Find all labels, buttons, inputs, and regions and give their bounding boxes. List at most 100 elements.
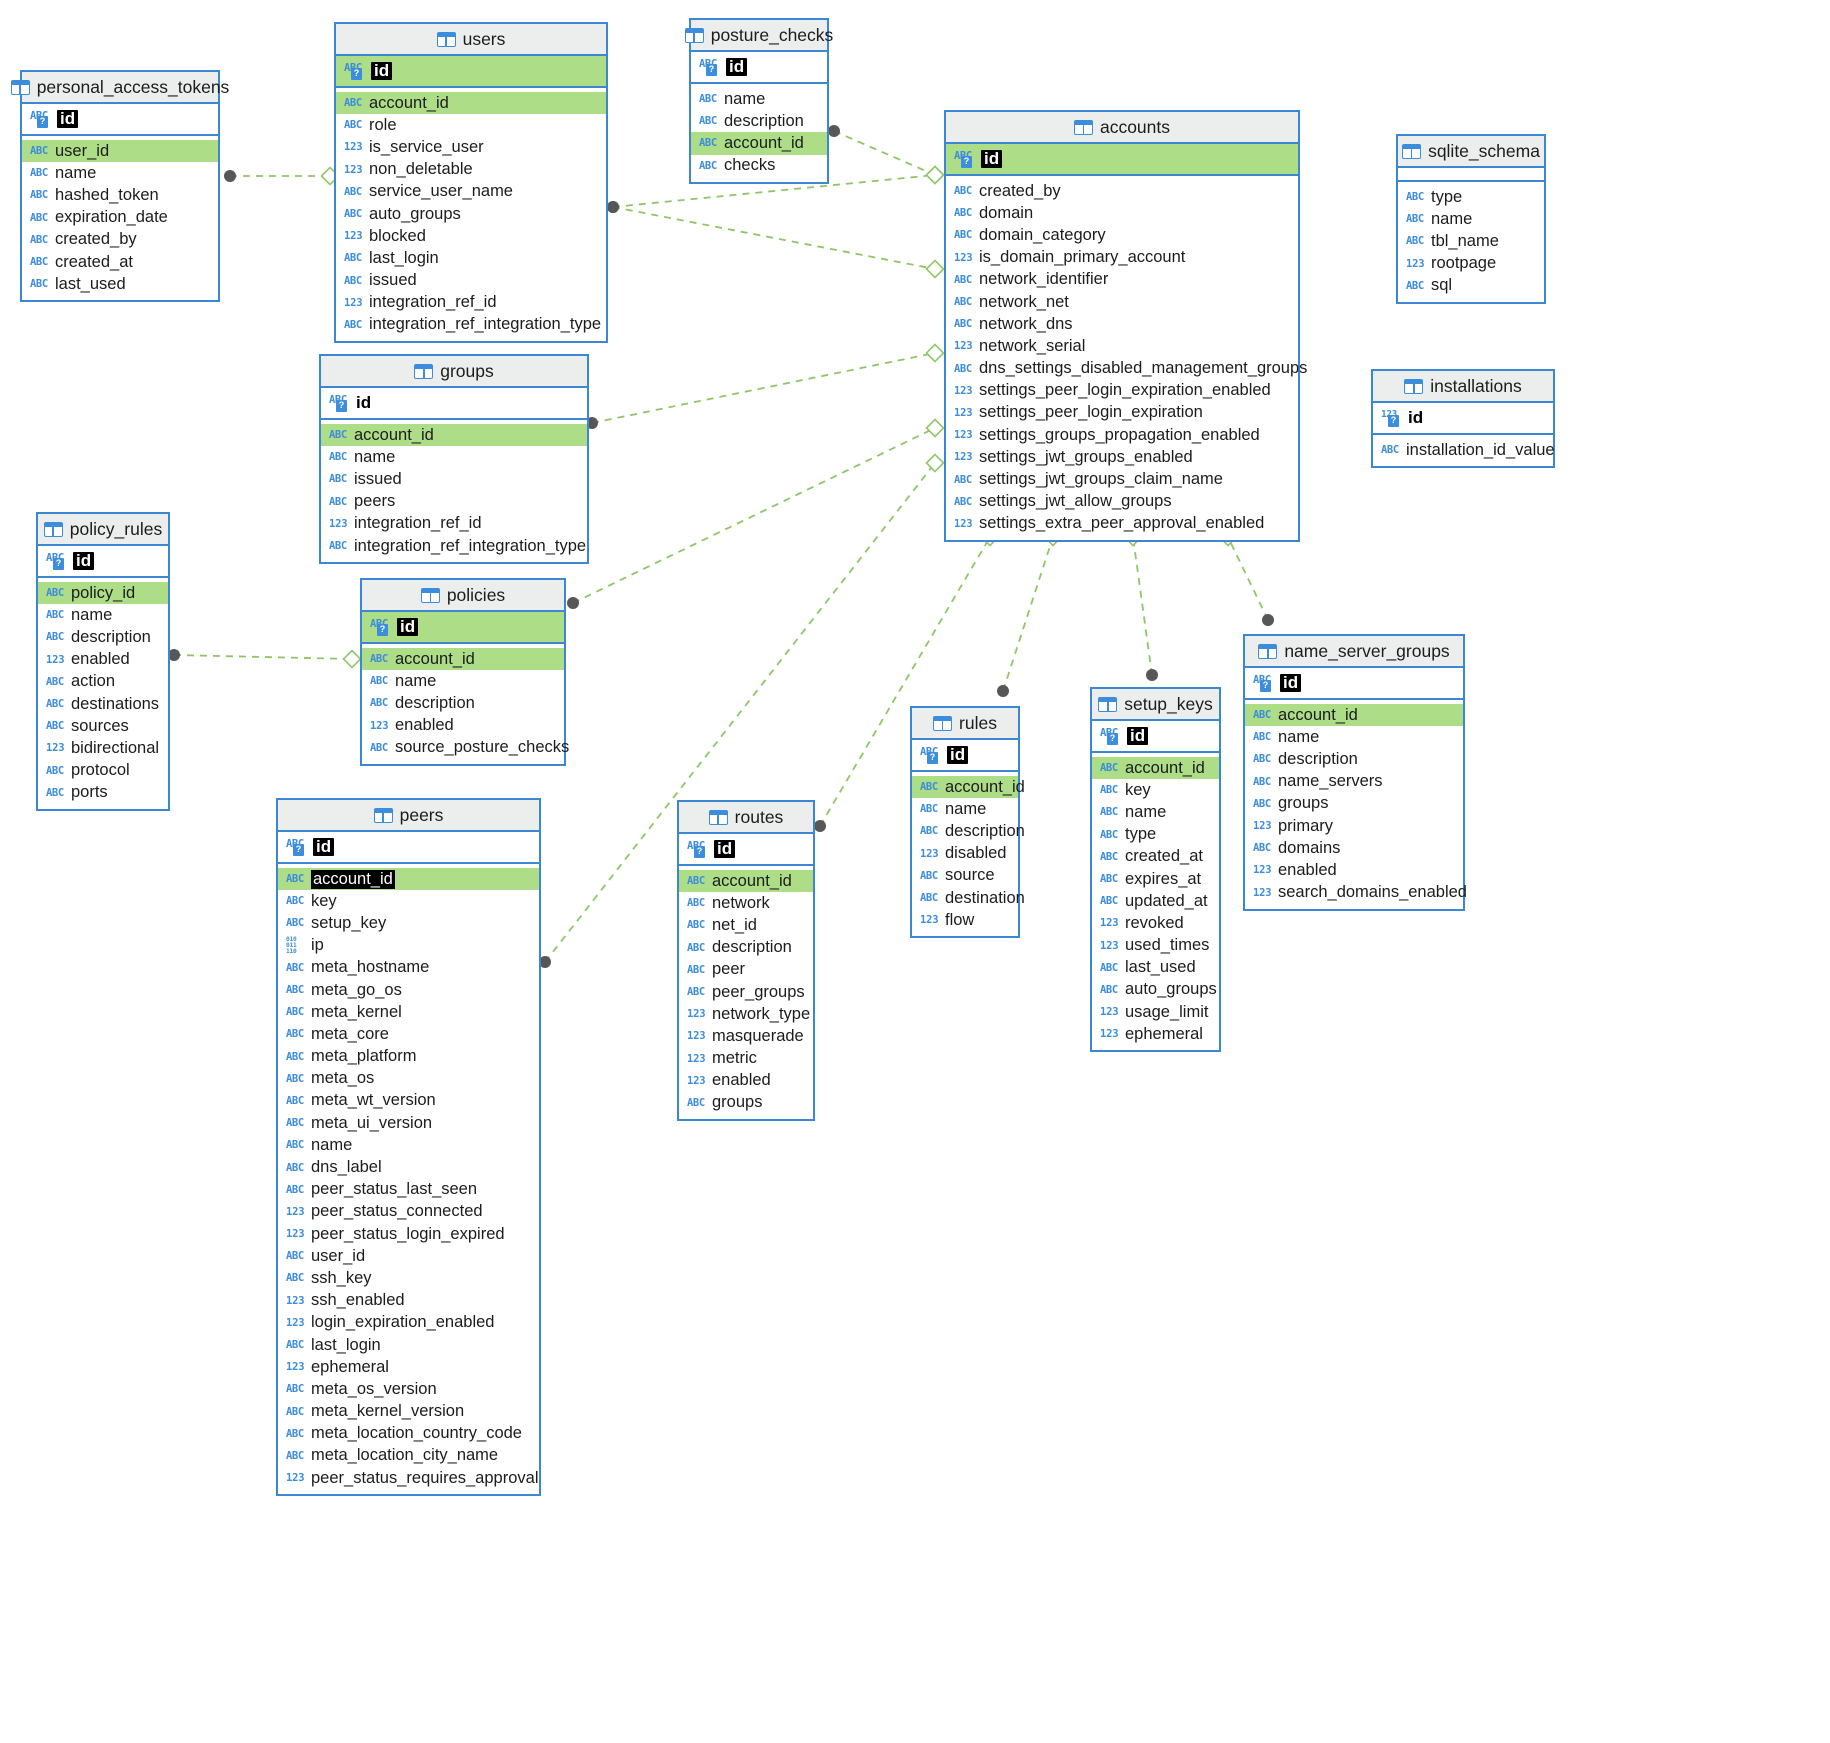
column-row[interactable]: installation_id_value	[1373, 439, 1555, 461]
column-row[interactable]: name	[321, 446, 587, 468]
primary-key-row[interactable]: ABCid	[946, 144, 1298, 176]
column-row[interactable]: description	[679, 937, 813, 959]
column-row[interactable]: settings_jwt_groups_enabled	[946, 446, 1298, 468]
table-header[interactable]: policies	[362, 580, 564, 612]
table-sqlite_schema[interactable]: sqlite_schematypenametbl_namerootpagesql	[1396, 134, 1546, 304]
column-row[interactable]: issued	[336, 270, 606, 292]
column-row[interactable]: account_id	[336, 92, 606, 115]
column-row[interactable]: sql	[1398, 275, 1544, 297]
column-row[interactable]: meta_os	[278, 1068, 539, 1090]
column-row[interactable]: last_used	[22, 273, 218, 295]
primary-key-row[interactable]: ABCid	[278, 832, 539, 864]
table-name_server_groups[interactable]: name_server_groupsABCidaccount_idnamedes…	[1243, 634, 1467, 911]
primary-key-row[interactable]: ABCid	[321, 388, 587, 420]
column-row[interactable]: enabled	[1245, 859, 1463, 881]
column-row[interactable]: key	[278, 890, 539, 912]
table-rules[interactable]: rulesABCidaccount_idnamedescriptiondisab…	[910, 706, 1025, 939]
column-row[interactable]: ports	[38, 782, 168, 804]
column-row[interactable]: name	[362, 670, 564, 692]
column-row[interactable]: domain	[946, 202, 1298, 224]
column-row[interactable]: domain_category	[946, 224, 1298, 246]
column-row[interactable]: integration_ref_id	[321, 513, 587, 535]
column-row[interactable]: expiration_date	[22, 207, 218, 229]
column-row[interactable]: domains	[1245, 837, 1463, 859]
table-policies[interactable]: policiesABCidaccount_idnamedescriptionen…	[360, 578, 569, 766]
column-row[interactable]: net_id	[679, 914, 813, 936]
column-row[interactable]: peers	[321, 491, 587, 513]
table-personal_access_tokens[interactable]: personal_access_tokensABCiduser_idnameha…	[10, 70, 229, 303]
column-row[interactable]: enabled	[362, 715, 564, 737]
column-row[interactable]: description	[38, 626, 168, 648]
column-row[interactable]: network_serial	[946, 335, 1298, 357]
column-row[interactable]: account_id	[278, 868, 539, 891]
column-row[interactable]: peer_status_last_seen	[278, 1179, 539, 1201]
primary-key-row[interactable]: ABCid	[336, 56, 606, 88]
column-row[interactable]: network_type	[679, 1003, 813, 1025]
column-row[interactable]: peer_status_requires_approval	[278, 1467, 539, 1489]
column-row[interactable]: disabled	[912, 843, 1018, 865]
column-row[interactable]: settings_jwt_groups_claim_name	[946, 468, 1298, 490]
column-row[interactable]: rootpage	[1398, 253, 1544, 275]
column-row[interactable]: description	[912, 820, 1025, 842]
column-row[interactable]: network_net	[946, 291, 1298, 313]
column-row[interactable]: dns_label	[278, 1156, 539, 1178]
column-row[interactable]: policy_id	[38, 582, 168, 605]
column-row[interactable]: account_id	[1245, 704, 1463, 727]
column-row[interactable]: settings_jwt_allow_groups	[946, 491, 1298, 513]
column-row[interactable]: expires_at	[1092, 868, 1219, 890]
column-row[interactable]: search_domains_enabled	[1245, 882, 1467, 904]
column-row[interactable]: blocked	[336, 225, 606, 247]
column-row[interactable]: name	[278, 1134, 539, 1156]
column-row[interactable]: created_by	[946, 180, 1298, 202]
column-row[interactable]: settings_extra_peer_approval_enabled	[946, 513, 1298, 535]
column-row[interactable]: name	[38, 604, 168, 626]
column-row[interactable]: meta_core	[278, 1023, 539, 1045]
column-row[interactable]: groups	[1245, 793, 1463, 815]
column-row[interactable]: source_posture_checks	[362, 737, 569, 759]
column-row[interactable]: sources	[38, 715, 168, 737]
column-row[interactable]: primary	[1245, 815, 1463, 837]
column-row[interactable]: settings_peer_login_expiration_enabled	[946, 380, 1298, 402]
primary-key-row[interactable]: ABCid	[691, 52, 827, 84]
column-row[interactable]: peer_status_login_expired	[278, 1223, 539, 1245]
column-row[interactable]: account_id	[691, 132, 827, 155]
column-row[interactable]: checks	[691, 155, 827, 177]
table-installations[interactable]: installations123idinstallation_id_value	[1371, 369, 1555, 469]
column-row[interactable]: type	[1092, 824, 1219, 846]
column-row[interactable]: tbl_name	[1398, 230, 1544, 252]
column-row[interactable]: account_id	[1092, 757, 1219, 780]
column-row[interactable]: account_id	[321, 424, 587, 447]
table-header[interactable]: name_server_groups	[1245, 636, 1463, 668]
column-row[interactable]: description	[691, 110, 827, 132]
column-row[interactable]: name_servers	[1245, 771, 1463, 793]
column-row[interactable]: issued	[321, 468, 587, 490]
column-row[interactable]: masquerade	[679, 1025, 813, 1047]
column-row[interactable]: description	[1245, 748, 1463, 770]
column-row[interactable]: user_id	[22, 140, 218, 163]
column-row[interactable]: dns_settings_disabled_management_groups	[946, 358, 1307, 380]
column-row[interactable]: ssh_enabled	[278, 1290, 539, 1312]
column-row[interactable]: account_id	[362, 648, 564, 671]
column-row[interactable]: meta_ui_version	[278, 1112, 539, 1134]
column-row[interactable]: service_user_name	[336, 181, 606, 203]
column-row[interactable]: revoked	[1092, 912, 1219, 934]
column-row[interactable]: type	[1398, 186, 1544, 208]
table-peers[interactable]: peersABCidaccount_idkeysetup_keyipmeta_h…	[276, 798, 541, 1497]
column-row[interactable]: peer_groups	[679, 981, 813, 1003]
column-row[interactable]: name	[1092, 801, 1219, 823]
table-header[interactable]: routes	[679, 802, 813, 834]
column-row[interactable]: integration_ref_integration_type	[321, 535, 587, 557]
column-row[interactable]: name	[912, 798, 1018, 820]
column-row[interactable]: user_id	[278, 1245, 539, 1267]
table-header[interactable]: installations	[1373, 371, 1553, 403]
table-header[interactable]: personal_access_tokens	[10, 72, 229, 104]
column-row[interactable]: role	[336, 114, 606, 136]
column-row[interactable]: destinations	[38, 693, 168, 715]
column-row[interactable]: setup_key	[278, 912, 539, 934]
column-row[interactable]: network_identifier	[946, 269, 1298, 291]
primary-key-row[interactable]: ABCid	[362, 612, 564, 644]
column-row[interactable]: meta_platform	[278, 1046, 539, 1068]
column-row[interactable]: last_login	[278, 1334, 539, 1356]
column-row[interactable]: protocol	[38, 760, 168, 782]
column-row[interactable]: is_domain_primary_account	[946, 247, 1298, 269]
